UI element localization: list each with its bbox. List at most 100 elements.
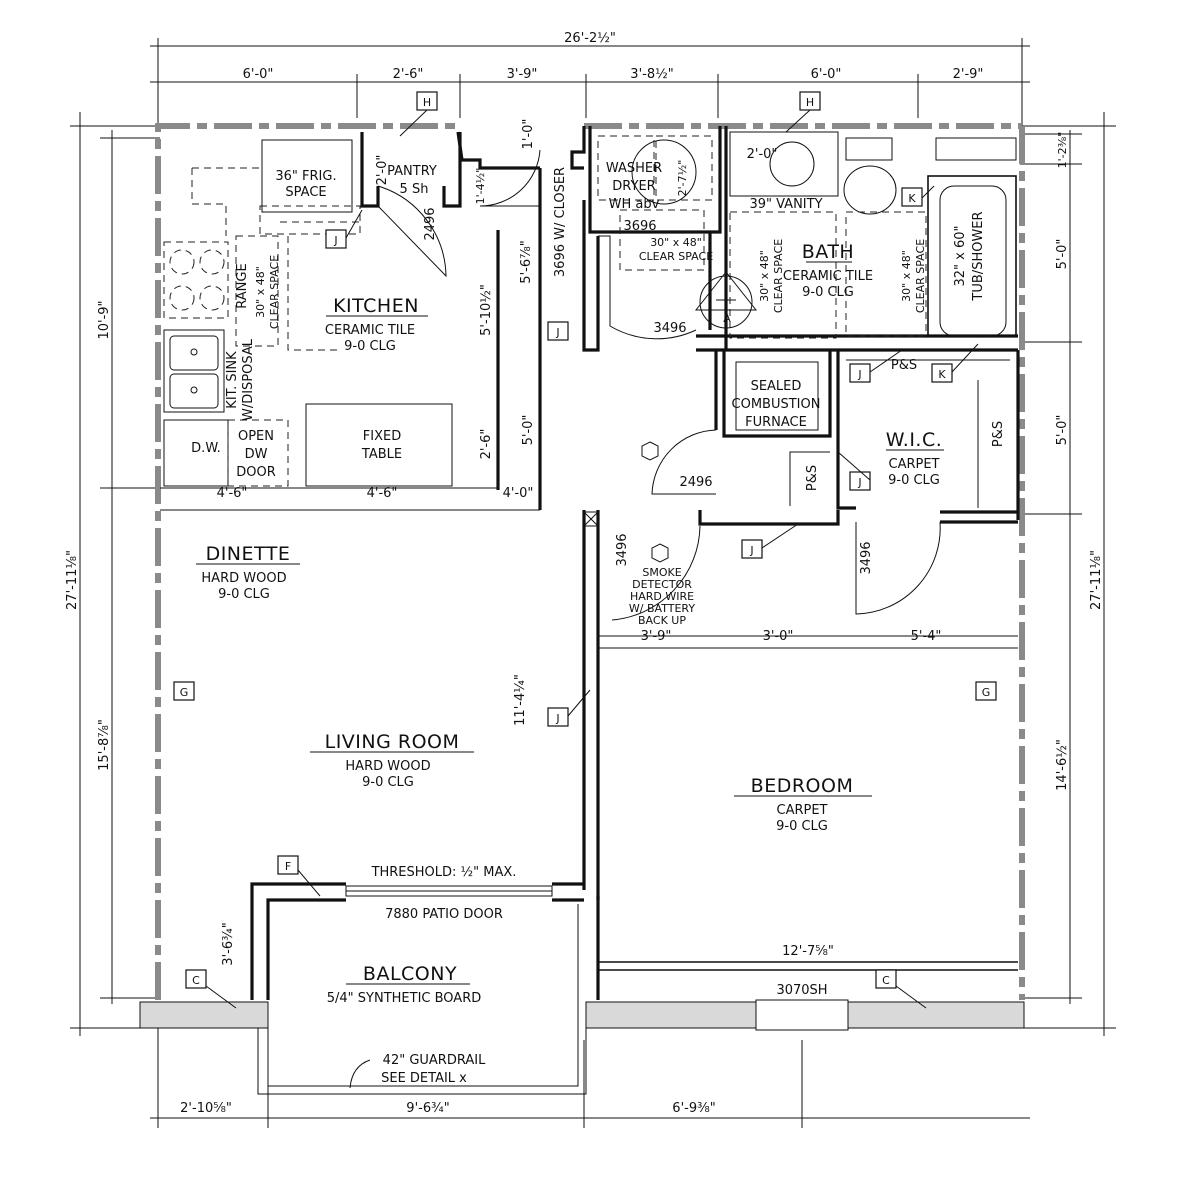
svg-text:3'-0": 3'-0" [763, 629, 794, 644]
svg-text:2'-10⅝": 2'-10⅝" [180, 1101, 232, 1116]
svg-text:27'-11⅛": 27'-11⅛" [1089, 550, 1104, 610]
svg-text:HARD WIRE: HARD WIRE [630, 590, 694, 603]
svg-text:KITCHEN: KITCHEN [333, 295, 419, 317]
bath-label: BATH CERAMIC TILE 9-0 CLG [783, 241, 873, 300]
svg-text:BEDROOM: BEDROOM [751, 775, 854, 797]
svg-text:9-0 CLG: 9-0 CLG [802, 285, 854, 300]
svg-text:G: G [982, 686, 991, 699]
svg-text:CERAMIC TILE: CERAMIC TILE [783, 269, 873, 284]
svg-text:CLEAR SPACE: CLEAR SPACE [914, 239, 927, 313]
svg-text:BACK UP: BACK UP [638, 614, 686, 627]
door-swings [377, 149, 941, 621]
svg-text:9-0 CLG: 9-0 CLG [218, 587, 270, 602]
svg-text:SPACE: SPACE [285, 185, 326, 200]
svg-text:27'-11⅛": 27'-11⅛" [65, 550, 80, 610]
dimension-lines [70, 38, 1116, 1128]
svg-text:4'-6": 4'-6" [217, 486, 248, 501]
svg-text:FURNACE: FURNACE [745, 415, 807, 430]
svg-text:6'-9⅜": 6'-9⅜" [672, 1101, 715, 1116]
svg-text:KIT. SINK: KIT. SINK [225, 351, 240, 409]
tag-c-east: C [875, 969, 927, 1009]
svg-text:CARPET: CARPET [777, 803, 828, 818]
svg-text:COMBUSTION: COMBUSTION [732, 397, 821, 412]
svg-text:DINETTE: DINETTE [206, 543, 291, 565]
room-labels: KITCHEN CERAMIC TILE 9-0 CLG DINETTE HAR… [196, 241, 944, 1006]
svg-text:SEE DETAIL x: SEE DETAIL x [381, 1071, 467, 1086]
svg-text:12'-7⅝": 12'-7⅝" [782, 944, 834, 959]
svg-text:WH abv: WH abv [609, 197, 660, 212]
svg-text:DRYER: DRYER [612, 179, 655, 194]
tag-k-2: K [931, 363, 953, 383]
tag-c-west: C [185, 969, 237, 1009]
svg-text:J: J [857, 368, 861, 381]
living-room-label: LIVING ROOM HARD WOOD 9-0 CLG [310, 731, 474, 790]
svg-text:CLEAR SPACE: CLEAR SPACE [772, 239, 785, 313]
svg-text:PANTRY: PANTRY [387, 164, 437, 179]
svg-text:CLEAR SPACE: CLEAR SPACE [639, 250, 713, 263]
svg-text:BATH: BATH [802, 241, 854, 263]
svg-text:3696 W/ CLOSER: 3696 W/ CLOSER [553, 167, 568, 277]
svg-text:A: A [723, 312, 731, 325]
svg-text:BALCONY: BALCONY [363, 963, 457, 985]
svg-text:32" x 60": 32" x 60" [953, 225, 968, 286]
svg-text:5'-0": 5'-0" [521, 415, 536, 446]
svg-text:CARPET: CARPET [889, 457, 940, 472]
svg-text:5 Sh: 5 Sh [400, 182, 429, 197]
svg-text:39" VANITY: 39" VANITY [749, 197, 822, 212]
svg-text:9-0 CLG: 9-0 CLG [344, 339, 396, 354]
svg-text:H: H [423, 96, 431, 109]
svg-text:15'-8⅞": 15'-8⅞" [97, 719, 112, 771]
tag-j-3: J [849, 363, 871, 383]
svg-text:4'-6": 4'-6" [367, 486, 398, 501]
exterior-walls [155, 123, 1025, 1000]
svg-text:J: J [749, 544, 753, 557]
svg-text:9-0 CLG: 9-0 CLG [888, 473, 940, 488]
tag-j-1: J [325, 229, 347, 249]
svg-text:9'-6¾": 9'-6¾" [406, 1101, 449, 1116]
svg-text:42" GUARDRAIL: 42" GUARDRAIL [383, 1053, 486, 1068]
svg-text:W/ BATTERY: W/ BATTERY [629, 602, 695, 615]
svg-text:CERAMIC TILE: CERAMIC TILE [325, 323, 415, 338]
svg-text:14'-6½": 14'-6½" [1055, 739, 1070, 791]
tag-h-bath: H [799, 91, 821, 111]
svg-text:1'-4½": 1'-4½" [474, 168, 487, 205]
svg-text:3496: 3496 [653, 321, 686, 336]
svg-text:TABLE: TABLE [361, 447, 402, 462]
svg-text:2496: 2496 [679, 475, 712, 490]
svg-text:K: K [908, 192, 916, 205]
svg-text:36" FRIG.: 36" FRIG. [275, 169, 336, 184]
svg-text:30" x 48": 30" x 48" [650, 236, 702, 249]
svg-text:6'-0": 6'-0" [243, 67, 274, 82]
svg-text:HARD WOOD: HARD WOOD [201, 571, 286, 586]
svg-text:2'-0": 2'-0" [375, 155, 390, 186]
svg-text:2'-6": 2'-6" [393, 67, 424, 82]
dimension-text: 26'-2½" 6'-0" 2'-6" 3'-9" 3'-8½" 6'-0" 2… [65, 31, 1104, 1116]
svg-text:5'-0": 5'-0" [1055, 415, 1070, 446]
svg-text:3'-6¾": 3'-6¾" [221, 922, 236, 965]
tag-j-2: J [547, 321, 569, 341]
svg-text:DW: DW [245, 447, 268, 462]
svg-text:RANGE: RANGE [235, 263, 250, 308]
svg-text:J: J [555, 712, 559, 725]
svg-text:P&S: P&S [991, 421, 1006, 447]
svg-text:G: G [180, 686, 189, 699]
svg-text:2'-0": 2'-0" [747, 147, 778, 162]
svg-text:LIVING ROOM: LIVING ROOM [325, 731, 460, 753]
svg-text:SEALED: SEALED [751, 379, 802, 394]
svg-text:DOOR: DOOR [236, 465, 276, 480]
svg-text:J: J [333, 234, 337, 247]
svg-text:CLEAR SPACE: CLEAR SPACE [268, 255, 281, 329]
svg-text:9-0 CLG: 9-0 CLG [776, 819, 828, 834]
svg-text:5'-4": 5'-4" [911, 629, 942, 644]
svg-text:4'-0": 4'-0" [503, 486, 534, 501]
svg-text:FIXED: FIXED [363, 429, 401, 444]
svg-text:D.W.: D.W. [191, 441, 221, 456]
svg-text:3'-9": 3'-9" [641, 629, 672, 644]
svg-text:OPEN: OPEN [238, 429, 274, 444]
tag-h-kitchen: H [416, 91, 438, 111]
svg-text:5'-0": 5'-0" [1055, 239, 1070, 270]
svg-text:7880 PATIO DOOR: 7880 PATIO DOOR [385, 907, 503, 922]
svg-text:SMOKE: SMOKE [642, 566, 681, 579]
tag-g-east: G [975, 681, 997, 701]
svg-text:30" x 48": 30" x 48" [900, 250, 913, 302]
